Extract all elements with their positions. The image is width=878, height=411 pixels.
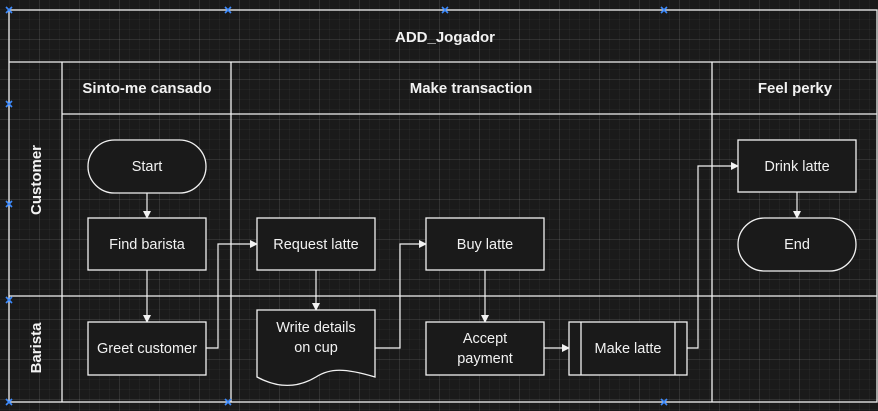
node-drink-latte[interactable]: Drink latte	[737, 139, 857, 193]
node-write-details-label-line1: Write details	[276, 320, 356, 336]
selection-handle-left-lower[interactable]	[5, 296, 13, 304]
selection-handles[interactable]	[5, 6, 668, 406]
edge-make-latte-to-drink-latte[interactable]	[687, 162, 739, 349]
lane-label-customer: Customer	[28, 145, 45, 215]
node-find-barista[interactable]: Find barista	[87, 217, 207, 271]
node-write-details[interactable]: Write details on cup	[256, 309, 376, 386]
process-shape	[87, 217, 207, 271]
selection-handle-left-upper[interactable]	[5, 100, 13, 108]
selection-handle-top-mid-right[interactable]	[441, 6, 449, 14]
column-header-feel-perky: Feel perky	[758, 80, 833, 97]
node-request-latte[interactable]: Request latte	[256, 217, 376, 271]
node-end-label: End	[784, 237, 810, 253]
selection-handle-bottom-left[interactable]	[5, 398, 13, 406]
node-accept-payment[interactable]: Accept payment	[425, 321, 545, 376]
terminator-shape	[737, 217, 857, 272]
node-start-label: Start	[132, 159, 163, 175]
node-buy-latte-label: Buy latte	[457, 237, 513, 253]
node-drink-latte-label: Drink latte	[764, 159, 829, 175]
process-shape	[425, 217, 545, 271]
node-accept-payment-label-line2: payment	[457, 351, 513, 367]
node-request-latte-label: Request latte	[273, 237, 358, 253]
terminator-shape	[87, 139, 207, 194]
selection-handle-left-middle[interactable]	[5, 200, 13, 208]
node-make-latte-label: Make latte	[595, 341, 662, 357]
pool-title: ADD_Jogador	[395, 29, 495, 46]
edge-greet-customer-to-request-latte[interactable]	[206, 240, 258, 349]
selection-handle-bottom-right[interactable]	[660, 398, 668, 406]
selection-handle-top-center[interactable]	[224, 6, 232, 14]
document-shape	[256, 309, 376, 386]
selection-handle-top-right[interactable]	[660, 6, 668, 14]
column-header-make-transaction: Make transaction	[410, 80, 533, 97]
node-buy-latte[interactable]: Buy latte	[425, 217, 545, 271]
node-write-details-label-line2: on cup	[294, 340, 338, 356]
pool-frame[interactable]	[8, 9, 878, 403]
node-end[interactable]: End	[737, 217, 857, 272]
column-header-sinto-me-cansado: Sinto-me cansado	[82, 80, 211, 97]
node-make-latte[interactable]: Make latte	[568, 321, 688, 376]
selection-handle-bottom-center[interactable]	[224, 398, 232, 406]
subprocess-shape	[568, 321, 688, 376]
node-greet-customer-label: Greet customer	[97, 341, 197, 357]
node-start[interactable]: Start	[87, 139, 207, 194]
lane-label-barista: Barista	[28, 322, 45, 374]
process-shape	[425, 321, 545, 376]
process-shape	[737, 139, 857, 193]
node-greet-customer[interactable]: Greet customer	[87, 321, 207, 376]
process-shape	[256, 217, 376, 271]
node-accept-payment-label-line1: Accept	[463, 331, 507, 347]
edge-write-details-to-buy-latte[interactable]	[375, 240, 427, 349]
node-find-barista-label: Find barista	[109, 237, 186, 253]
selection-handle-top-left[interactable]	[5, 6, 13, 14]
process-shape	[87, 321, 207, 376]
